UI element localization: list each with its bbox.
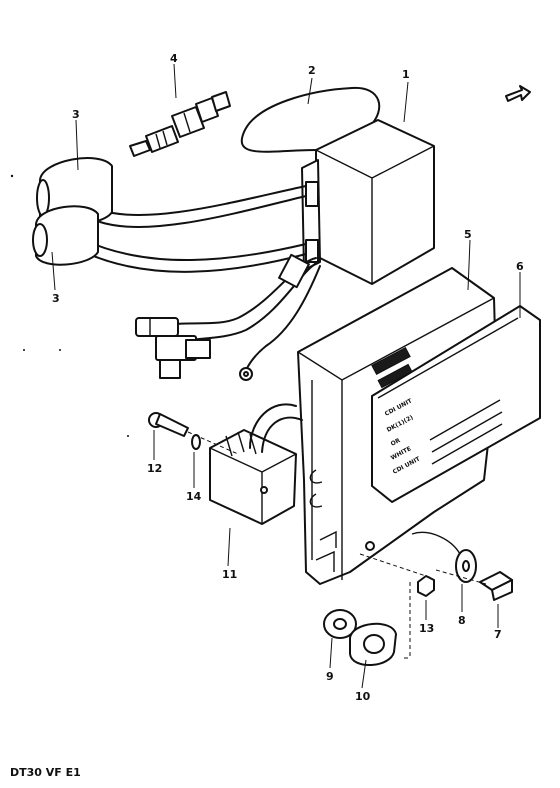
callout-2: 2	[308, 64, 316, 77]
ground-lead	[240, 86, 381, 153]
callout-4: 4	[170, 52, 178, 65]
plug-cap-lower	[32, 205, 99, 266]
regulator-lead-b	[261, 416, 303, 453]
callout-6: 6	[516, 260, 524, 273]
spark-plug	[129, 91, 231, 157]
high-tension-lead-upper-2	[99, 195, 307, 228]
washer-14	[191, 434, 201, 450]
bullet-connector	[135, 317, 179, 337]
callout-12: 12	[147, 462, 162, 475]
callout-14: 14	[186, 490, 202, 503]
label-text-row3: OR	[390, 437, 402, 448]
nut-13	[417, 575, 435, 597]
callout-5: 5	[464, 228, 472, 241]
grommet-9	[323, 609, 357, 639]
callout-3-lower: 3	[52, 292, 60, 305]
harness-wire-c	[245, 265, 321, 371]
rectifier-regulator	[209, 429, 297, 525]
regulator-lead-a	[249, 403, 297, 449]
scan-dot	[59, 349, 61, 351]
scan-dot	[23, 349, 25, 351]
high-tension-lead-lower	[83, 239, 307, 261]
callout-13: 13	[419, 622, 434, 635]
callout-10: 10	[355, 690, 371, 703]
diagram-footer-code: DT30 VF E1	[10, 766, 81, 779]
scan-dot	[127, 435, 129, 437]
bolt-7	[479, 571, 513, 601]
callout-9: 9	[326, 670, 334, 683]
leader-lines	[51, 63, 521, 689]
grommet-10	[349, 622, 397, 667]
cdi-label-plate: CDI UNIT DK(1)(2) OR WHITE CDI UNIT	[371, 305, 541, 503]
callout-3-upper: 3	[72, 108, 80, 121]
front-arrow-icon	[505, 85, 531, 102]
harness-sleeve	[278, 253, 310, 289]
callout-7: 7	[494, 628, 502, 641]
high-tension-lead-upper	[99, 185, 307, 216]
scan-dot	[10, 174, 14, 178]
high-tension-lead-lower-2	[83, 251, 307, 273]
callout-11: 11	[222, 568, 237, 581]
washer-8	[455, 549, 477, 583]
ring-terminal	[239, 367, 253, 381]
callout-1: 1	[402, 68, 410, 81]
bolt-12	[148, 412, 189, 437]
ignition-coil	[301, 119, 435, 285]
multi-connector	[155, 335, 211, 379]
callout-8: 8	[458, 614, 466, 627]
